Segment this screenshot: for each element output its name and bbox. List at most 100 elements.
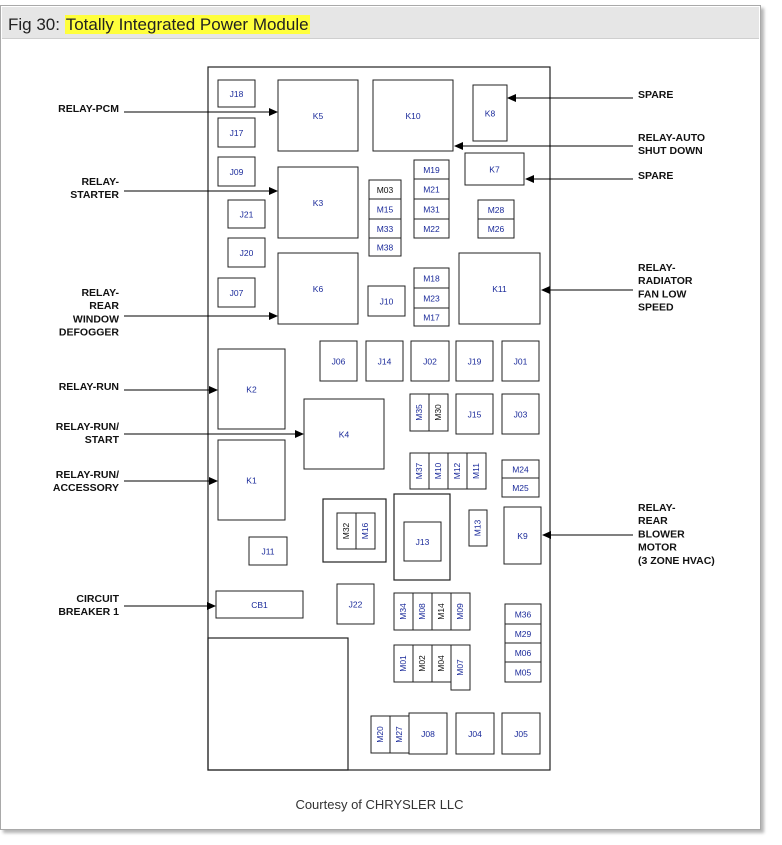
position-j06-label: J06 xyxy=(332,356,346,366)
position-j11-box xyxy=(248,536,288,566)
position-k1-label: K1 xyxy=(246,475,257,485)
callout-relay-rear-window-defogger-line: REAR xyxy=(89,300,119,312)
position-m05-box xyxy=(504,661,542,683)
callout-relay-rear-window-defogger-line: DEFOGGER xyxy=(59,327,120,339)
callout-relay-starter-line: STARTER xyxy=(70,189,119,201)
position-j17-box xyxy=(217,117,256,148)
position-m24-label: M24 xyxy=(512,464,529,474)
position-m17-label: M17 xyxy=(423,312,440,322)
position-k11-box xyxy=(458,252,541,325)
callout-relay-rear-window-defogger-line: WINDOW xyxy=(73,313,119,325)
position-k10-box xyxy=(372,79,454,152)
position-j05-label: J05 xyxy=(514,729,528,739)
position-m35-label: M35 xyxy=(414,404,424,421)
position-j07-box xyxy=(217,277,256,308)
callout-relay-run-start-line: START xyxy=(85,434,120,446)
callout-relay-run-start: RELAY-RUN/START xyxy=(56,421,120,446)
position-m25-label: M25 xyxy=(512,483,529,493)
position-m26-box xyxy=(477,218,515,239)
figure-number: Fig 30: xyxy=(8,15,60,34)
position-m38-box xyxy=(368,237,402,257)
position-j06-box xyxy=(319,340,358,382)
position-k7-label: K7 xyxy=(489,164,500,174)
callout-relay-run: RELAY-RUN xyxy=(59,381,119,393)
position-k8-box xyxy=(472,84,508,142)
position-k8-label: K8 xyxy=(485,108,496,118)
position-k10-label: K10 xyxy=(405,111,420,121)
position-j09-label: J09 xyxy=(230,167,244,177)
callout-circuit-breaker-1-line: BREAKER 1 xyxy=(58,606,119,618)
position-m13-label: M13 xyxy=(472,519,482,536)
position-m09-box xyxy=(450,592,471,631)
position-m07-box xyxy=(450,644,471,691)
position-j05-box xyxy=(501,712,541,755)
figure-caption: Fig 30: Totally Integrated Power Module xyxy=(8,15,310,35)
position-k3-box xyxy=(277,166,359,239)
position-j08-box xyxy=(408,712,448,755)
position-j18-label: J18 xyxy=(230,89,244,99)
position-m16-label: M16 xyxy=(360,522,370,539)
position-k11-label: K11 xyxy=(492,284,507,294)
position-j15-label: J15 xyxy=(468,409,482,419)
callout-relay-rear-blower-motor-line: MOTOR xyxy=(638,542,677,554)
position-m33-label: M33 xyxy=(377,224,394,234)
position-k5-box xyxy=(277,79,359,152)
position-m22-label: M22 xyxy=(423,224,440,234)
callout-spare-2: SPARE xyxy=(638,170,673,182)
figure-title-bar: Fig 30: Totally Integrated Power Module xyxy=(2,7,759,39)
position-j14-label: J14 xyxy=(378,356,392,366)
position-cb1-box xyxy=(215,590,304,619)
position-m36-label: M36 xyxy=(515,609,532,619)
position-m14-label: M14 xyxy=(436,603,446,620)
callout-relay-rear-blower-motor-line: BLOWER xyxy=(638,528,685,540)
position-j10-label: J10 xyxy=(380,296,394,306)
position-m37-label: M37 xyxy=(414,462,424,479)
position-j15-box xyxy=(455,393,494,435)
position-j22-label: J22 xyxy=(349,599,363,609)
position-j03-label: J03 xyxy=(514,409,528,419)
callout-relay-rear-window-defogger-line: RELAY- xyxy=(81,287,119,299)
position-m16-box xyxy=(355,512,376,550)
callout-relay-auto-shut-down-line: RELAY-AUTO xyxy=(638,132,705,144)
position-j04-label: J04 xyxy=(468,729,482,739)
position-k9-box xyxy=(503,506,542,565)
position-m10-label: M10 xyxy=(433,462,443,479)
position-m08-label: M08 xyxy=(417,603,427,620)
position-k7-box xyxy=(464,152,525,186)
position-m28-label: M28 xyxy=(488,205,505,215)
position-m15-label: M15 xyxy=(377,204,394,214)
position-m32-label: M32 xyxy=(341,522,351,539)
position-cb1-label: CB1 xyxy=(251,600,268,610)
callout-relay-radiator-fan-low-speed-line: FAN LOW xyxy=(638,288,686,300)
position-m26-label: M26 xyxy=(488,224,505,234)
position-j18-box xyxy=(217,79,256,108)
callout-relay-run-accessory-line: RELAY-RUN/ xyxy=(56,469,119,481)
callout-relay-auto-shut-down-line: SHUT DOWN xyxy=(638,145,703,157)
position-k3-label: K3 xyxy=(313,198,324,208)
position-j21-label: J21 xyxy=(240,209,254,219)
j13-housing xyxy=(393,493,451,581)
position-m05-label: M05 xyxy=(515,667,532,677)
position-j01-box xyxy=(501,340,540,382)
position-j20-box xyxy=(227,237,266,268)
position-j08-label: J08 xyxy=(421,729,435,739)
callout-spare-2-line: SPARE xyxy=(638,170,673,182)
position-j04-box xyxy=(455,712,495,755)
position-j02-label: J02 xyxy=(423,356,437,366)
position-j13-label: J13 xyxy=(416,537,430,547)
position-m03-label: M03 xyxy=(377,185,394,195)
position-j02-box xyxy=(410,340,450,382)
position-k6-box xyxy=(277,252,359,325)
module-lower-left-panel xyxy=(207,637,349,771)
callout-relay-run-line: RELAY-RUN xyxy=(59,381,119,393)
callout-circuit-breaker-1-line: CIRCUIT xyxy=(76,593,119,605)
callout-relay-starter: RELAY-STARTER xyxy=(70,176,119,201)
position-m06-label: M06 xyxy=(515,648,532,658)
position-m29-label: M29 xyxy=(515,629,532,639)
position-m30-box xyxy=(428,393,449,432)
position-j20-label: J20 xyxy=(240,248,254,258)
callout-relay-run-accessory-line: ACCESSORY xyxy=(53,482,119,494)
